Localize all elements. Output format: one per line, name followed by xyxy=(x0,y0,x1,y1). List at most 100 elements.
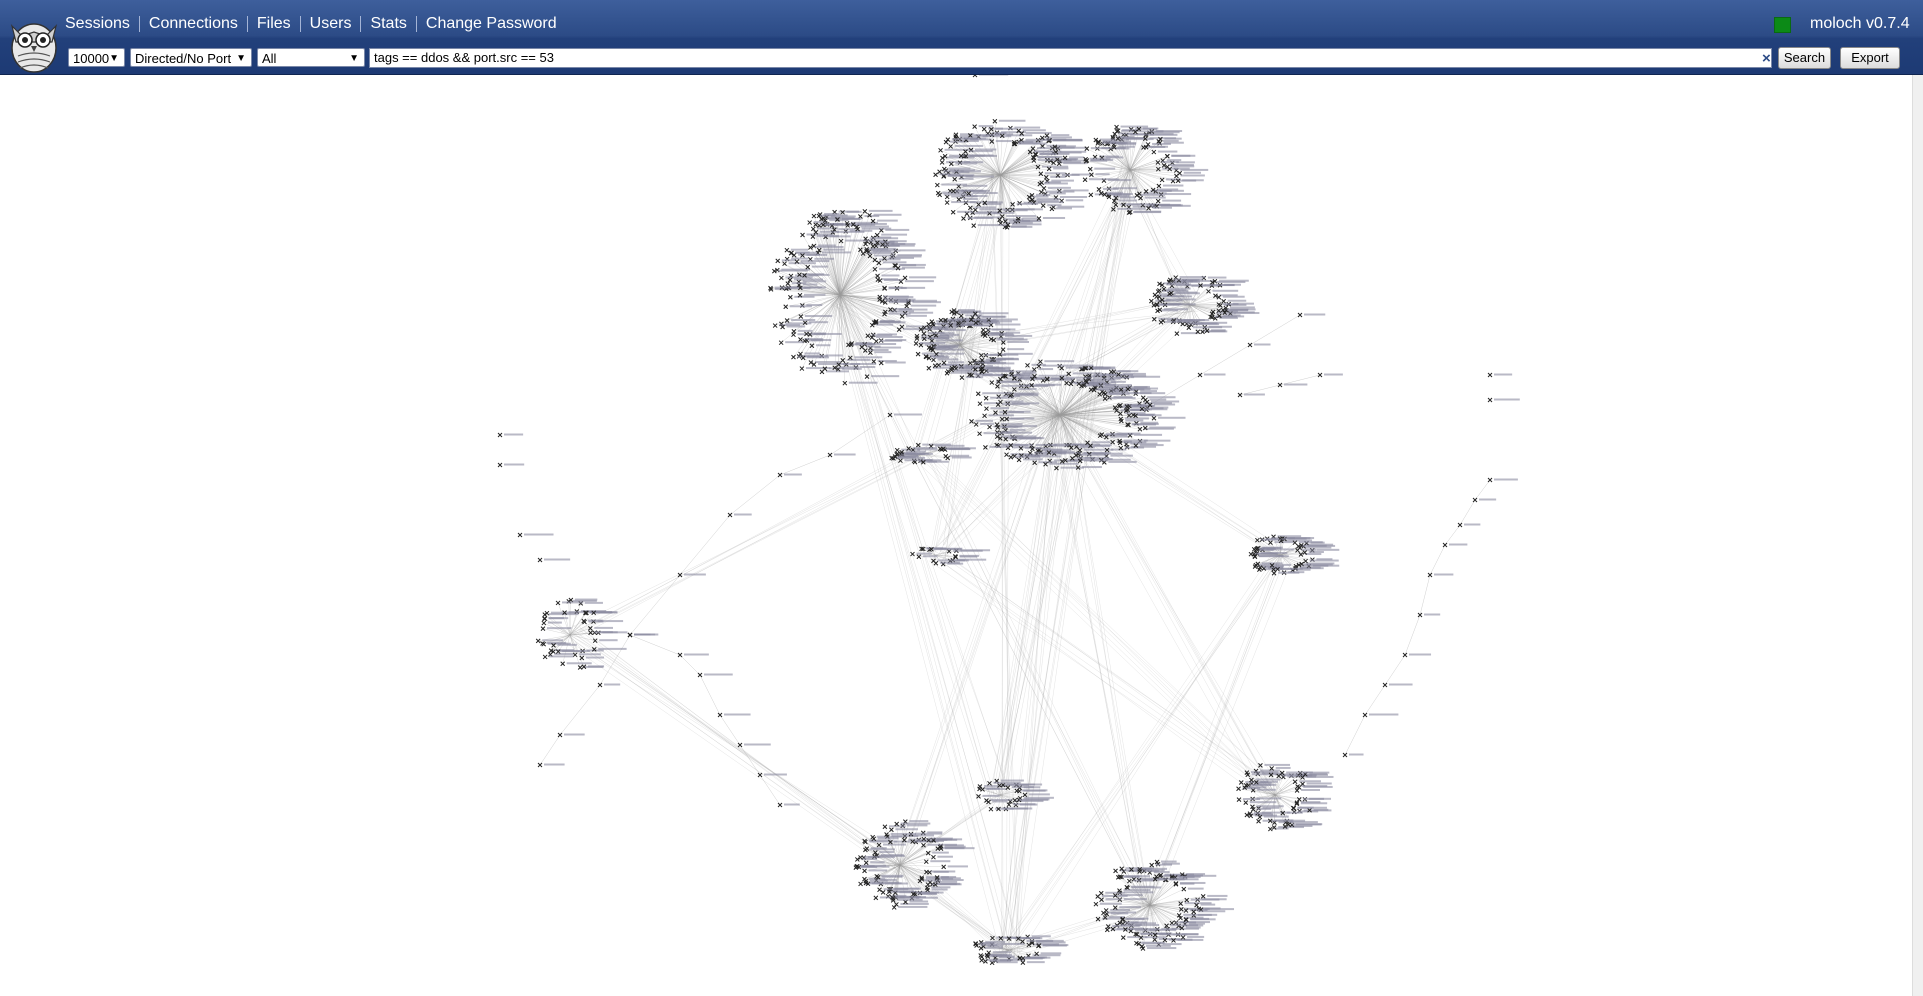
graph-node xyxy=(1158,872,1195,878)
graph-node xyxy=(1020,939,1054,944)
graph-node xyxy=(727,512,752,518)
search-input[interactable]: tags == ddos && port.src == 53 xyxy=(369,48,1772,68)
graph-node xyxy=(921,336,950,342)
graph-node xyxy=(1294,788,1321,793)
graph-edge xyxy=(572,624,1001,949)
graph-edge xyxy=(1059,367,1086,416)
graph-node xyxy=(858,855,881,860)
graph-node xyxy=(976,202,1002,207)
vertical-scrollbar[interactable] xyxy=(1912,75,1923,996)
graph-edge xyxy=(1015,414,1061,439)
graph-node xyxy=(1054,465,1084,471)
nav-connections[interactable]: Connections xyxy=(140,16,248,32)
graph-node xyxy=(677,572,706,578)
graph-node xyxy=(983,395,1014,401)
graph-edge xyxy=(1108,169,1131,196)
graph-edge xyxy=(1054,405,1275,795)
graph-edge xyxy=(1179,304,1191,321)
graph-edge xyxy=(899,864,938,878)
nav-users[interactable]: Users xyxy=(301,16,362,32)
status-indicator xyxy=(1774,17,1791,33)
graph-edge xyxy=(1129,131,1152,171)
graph-edge xyxy=(926,447,1278,797)
graph-edge xyxy=(1059,414,1079,468)
graph-edge xyxy=(1009,417,1070,958)
graph-edge xyxy=(1059,414,1136,416)
nav-files[interactable]: Files xyxy=(248,16,301,32)
graph-edge xyxy=(1059,414,1120,442)
graph-node xyxy=(882,824,906,830)
graph-node xyxy=(915,351,943,357)
graph-node xyxy=(977,401,1000,407)
graph-edge xyxy=(1001,173,1004,943)
graph-node xyxy=(1457,522,1481,528)
graph-edge xyxy=(1149,904,1184,938)
close-icon[interactable]: × xyxy=(1762,50,1771,67)
graph-node xyxy=(541,620,562,626)
graph-node xyxy=(787,294,815,300)
graph-node xyxy=(887,412,922,418)
graph-node xyxy=(1099,897,1122,903)
graph-edge xyxy=(834,229,841,296)
graph-edge xyxy=(938,174,1001,194)
search-button[interactable]: Search xyxy=(1778,47,1831,69)
graph-node xyxy=(1059,375,1093,381)
graph-edge xyxy=(937,296,1183,561)
graph-edge xyxy=(839,294,891,310)
graph-node xyxy=(864,246,897,252)
graph-edge xyxy=(839,294,851,358)
nav-sessions[interactable]: Sessions xyxy=(57,16,140,32)
graph-edge xyxy=(839,288,898,296)
graph-edge xyxy=(991,413,1057,805)
graph-node xyxy=(1112,131,1134,137)
graph-node xyxy=(872,850,894,855)
graph-edge xyxy=(899,864,928,891)
graph-edge xyxy=(796,261,841,296)
chevron-down-icon: ▼ xyxy=(236,53,246,64)
graph-edge xyxy=(999,140,1022,176)
graph-node xyxy=(933,882,962,888)
graph-edge xyxy=(994,423,1063,800)
graph-edge xyxy=(997,386,1061,416)
graph-node xyxy=(1138,195,1166,201)
graph-node xyxy=(948,323,975,328)
graph-node xyxy=(1030,197,1061,202)
graph-node xyxy=(1115,136,1144,141)
graph-edge xyxy=(1059,414,1081,459)
graph-node xyxy=(942,153,968,159)
connections-graph[interactable] xyxy=(0,75,1923,996)
graph-node xyxy=(1117,874,1150,880)
filter-select[interactable]: All ▼ xyxy=(257,48,365,67)
graph-edge xyxy=(1059,414,1121,444)
graph-node xyxy=(1084,146,1110,152)
graph-edge xyxy=(1015,423,1054,944)
graph-node xyxy=(1003,373,1037,379)
graph-node xyxy=(887,889,914,895)
graph-edge xyxy=(999,172,1012,953)
graph-edge xyxy=(1054,414,1061,454)
graph-edge xyxy=(991,141,1001,176)
graph-edge xyxy=(569,600,572,636)
nav-stats[interactable]: Stats xyxy=(361,16,417,32)
export-button[interactable]: Export xyxy=(1840,47,1900,69)
graph-edge xyxy=(1101,899,1151,906)
nav-change-password[interactable]: Change Password xyxy=(425,15,557,32)
graph-node xyxy=(809,343,831,349)
graph-node xyxy=(873,319,901,325)
graph-node xyxy=(1487,477,1518,483)
graph-node xyxy=(1152,876,1188,882)
graph-node xyxy=(1175,178,1204,184)
graph-edge xyxy=(999,174,1016,222)
graph-node xyxy=(995,384,1031,389)
graph-edge xyxy=(1151,558,1286,896)
graph-edge xyxy=(679,654,701,676)
limit-select[interactable]: 10000 ▼ xyxy=(68,48,125,67)
graph-node xyxy=(737,742,771,748)
mode-select[interactable]: Directed/No Port ▼ xyxy=(130,48,252,67)
graph-edge xyxy=(897,803,991,867)
graph-node xyxy=(1105,924,1140,929)
graph-node xyxy=(1068,445,1095,451)
graph-edge xyxy=(1038,366,1061,416)
graph-node xyxy=(1292,540,1323,546)
graph-node xyxy=(945,369,981,374)
